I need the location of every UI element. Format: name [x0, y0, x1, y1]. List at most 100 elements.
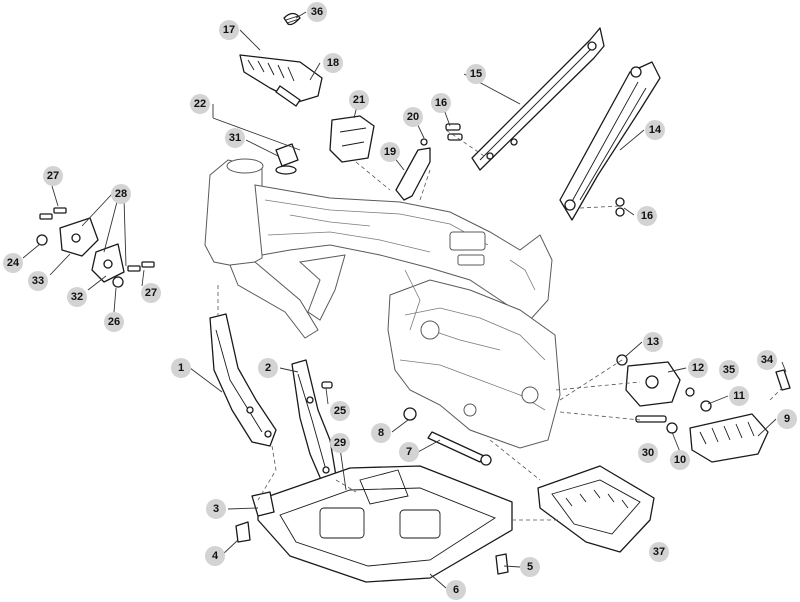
bolt-7	[427, 431, 492, 466]
svg-text:28: 28	[115, 188, 127, 200]
svg-text:18: 18	[327, 57, 339, 69]
callout-27-right: 27	[141, 283, 161, 303]
callout-14: 14	[645, 120, 665, 140]
callout-22: 22	[190, 94, 210, 114]
svg-text:13: 13	[647, 336, 659, 348]
footpeg-plate-37	[537, 465, 655, 553]
bolt-4	[235, 521, 251, 543]
svg-text:14: 14	[649, 124, 662, 136]
callout-19: 19	[380, 142, 400, 162]
callout-8: 8	[371, 423, 391, 443]
svg-text:2: 2	[265, 362, 271, 374]
svg-text:33: 33	[32, 275, 44, 287]
svg-text:5: 5	[527, 561, 533, 573]
callout-16-right: 16	[637, 206, 657, 226]
skid-plate-6	[257, 465, 513, 583]
callout-24: 24	[3, 253, 23, 273]
footpeg-right	[616, 354, 791, 463]
callout-6: 6	[446, 580, 466, 600]
svg-text:30: 30	[642, 447, 654, 459]
svg-text:10: 10	[674, 454, 686, 466]
svg-text:4: 4	[212, 550, 219, 562]
callout-1: 1	[171, 358, 191, 378]
callout-21: 21	[349, 90, 369, 110]
svg-text:9: 9	[784, 413, 790, 425]
svg-text:1: 1	[178, 362, 184, 374]
callout-10: 10	[670, 450, 690, 470]
callout-34: 34	[757, 350, 777, 370]
callout-11: 11	[729, 386, 749, 406]
callout-2: 2	[258, 358, 278, 378]
callout-4: 4	[205, 546, 225, 566]
callout-9: 9	[777, 409, 797, 429]
svg-text:22: 22	[194, 98, 206, 110]
frame-guard-left-1	[209, 313, 277, 447]
svg-text:31: 31	[229, 132, 241, 144]
main-frame	[204, 158, 561, 449]
svg-text:3: 3	[213, 503, 219, 515]
callout-17: 17	[219, 20, 239, 40]
callout-32: 32	[67, 287, 87, 307]
svg-text:27: 27	[145, 287, 157, 299]
bolts-16-right	[615, 197, 625, 217]
svg-text:8: 8	[378, 427, 384, 439]
callout-15: 15	[466, 64, 486, 84]
callout-33: 33	[28, 271, 48, 291]
callout-29: 29	[330, 433, 350, 453]
svg-text:11: 11	[733, 390, 745, 402]
svg-text:24: 24	[7, 257, 20, 269]
spring-36	[283, 12, 301, 26]
clamp-31	[275, 143, 299, 175]
callout-13: 13	[643, 332, 663, 352]
callout-16-top: 16	[431, 93, 451, 113]
engine-mount-bracket-left	[36, 207, 155, 288]
svg-text:15: 15	[470, 68, 482, 80]
assembly-lines	[217, 129, 783, 521]
callout-27-top: 27	[43, 166, 63, 186]
callout-35: 35	[719, 360, 739, 380]
callout-30: 30	[638, 443, 658, 463]
svg-text:16: 16	[641, 210, 653, 222]
callout-26: 26	[104, 312, 124, 332]
svg-text:21: 21	[353, 94, 365, 106]
svg-text:32: 32	[71, 291, 83, 303]
bolt-25	[321, 381, 333, 389]
svg-text:6: 6	[453, 584, 459, 596]
svg-text:29: 29	[334, 437, 346, 449]
bracket-21	[329, 115, 375, 163]
subframe-rail-14	[559, 61, 661, 221]
callout-31: 31	[225, 128, 245, 148]
callout-25: 25	[330, 401, 350, 421]
callout-5: 5	[520, 557, 540, 577]
svg-text:25: 25	[334, 405, 346, 417]
svg-text:19: 19	[384, 146, 396, 158]
svg-text:26: 26	[108, 316, 120, 328]
bolt-5	[495, 553, 509, 575]
bolt-3	[251, 491, 275, 517]
svg-text:35: 35	[723, 364, 735, 376]
svg-text:12: 12	[692, 362, 704, 374]
svg-text:27: 27	[47, 170, 59, 182]
svg-text:16: 16	[435, 97, 447, 109]
callout-18: 18	[323, 53, 343, 73]
callout-28: 28	[111, 184, 131, 204]
svg-text:36: 36	[311, 6, 323, 18]
svg-text:37: 37	[653, 546, 665, 558]
bracket-19	[395, 138, 431, 201]
callout-7: 7	[399, 442, 419, 462]
subframe-rail-15	[471, 27, 605, 171]
footpeg-top	[239, 54, 323, 107]
callout-36: 36	[307, 2, 327, 22]
callout-3: 3	[206, 499, 226, 519]
callout-37: 37	[649, 542, 669, 562]
callout-20: 20	[403, 107, 423, 127]
svg-text:7: 7	[406, 446, 412, 458]
svg-text:20: 20	[407, 111, 419, 123]
svg-text:34: 34	[761, 354, 774, 366]
leader-lines	[22, 11, 787, 589]
callout-12: 12	[688, 358, 708, 378]
svg-text:17: 17	[223, 24, 235, 36]
washer-8	[403, 407, 417, 421]
frame-guard-right-2	[291, 359, 337, 483]
